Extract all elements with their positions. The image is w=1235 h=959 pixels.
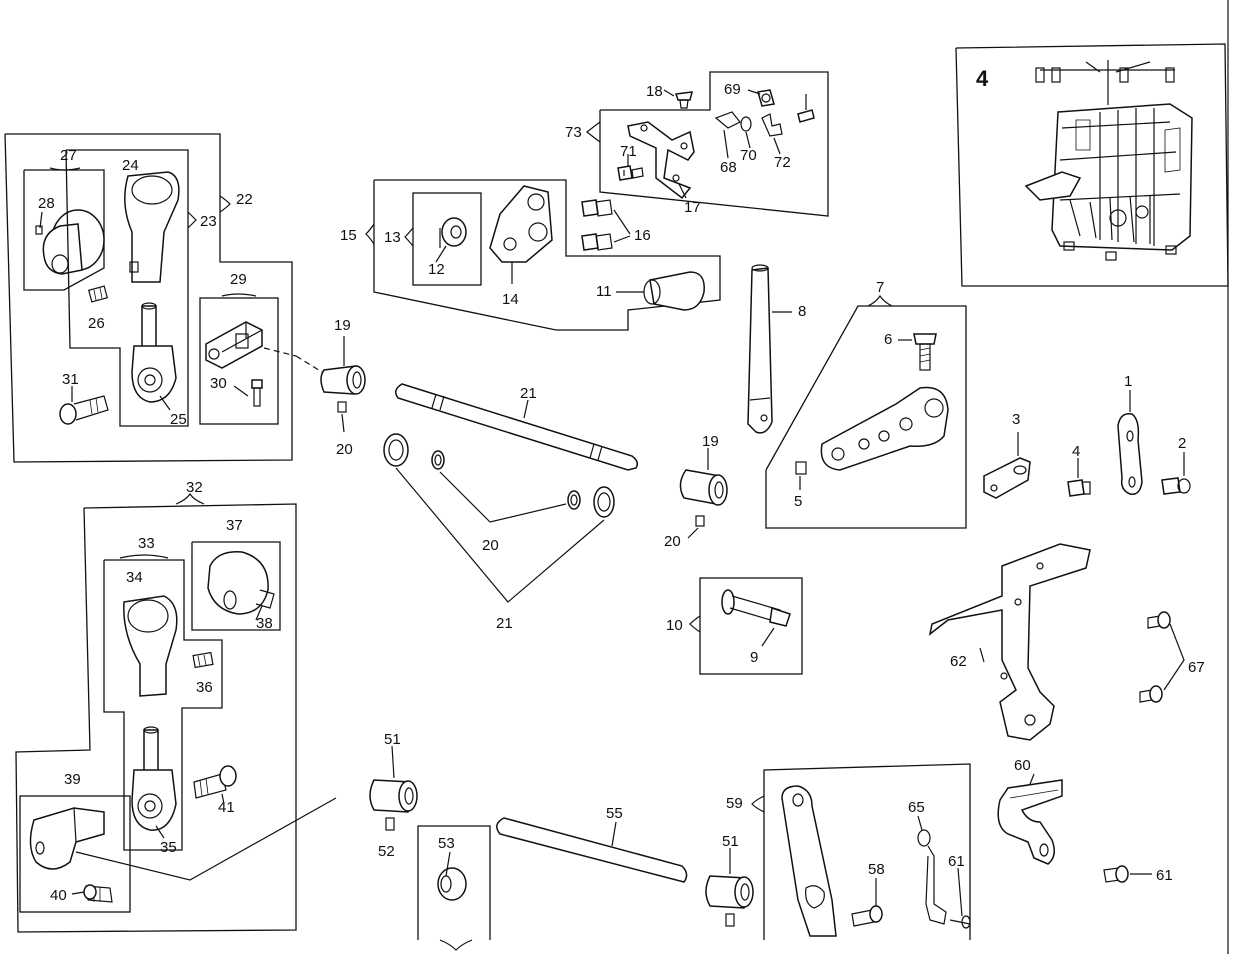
callout-51-upper: 51 [384, 731, 401, 748]
part-51-upper: 51 52 [369, 731, 418, 860]
callout-3: 3 [1012, 411, 1020, 428]
callout-35: 33 [138, 535, 155, 552]
overlock-machine-illustration [1024, 60, 1193, 261]
group-57: 59 65 58 61 [726, 763, 971, 940]
callout-71: 72 [774, 154, 791, 171]
callout-22: 21 [496, 615, 513, 632]
callout-20-middle: 20 [664, 533, 681, 550]
part-18: 18 [646, 83, 693, 109]
callout-55: 55 [606, 805, 623, 822]
callout-19-middle: 19 [702, 433, 719, 450]
group-15: 15 13 12 14 11 16 [340, 179, 721, 331]
callout-15: 15 [340, 227, 357, 244]
callout-26: 24 [122, 157, 139, 174]
callout-32: 30 [210, 375, 227, 392]
callout-17: 17 [684, 199, 701, 216]
part-51-lower: 51 [705, 833, 754, 927]
machine-inset: 4 [955, 43, 1229, 287]
group-34: 32 33 34 36 37 38 35 41 [15, 479, 337, 933]
parts-1-4: 3 4 1 2 [983, 373, 1191, 499]
callout-9: 9 [750, 649, 758, 666]
callout-11: 11 [596, 283, 612, 300]
callout-4: 4 [1072, 443, 1080, 460]
callout-58: 60 [1014, 757, 1031, 774]
part-60: 62 [928, 543, 1091, 741]
callout-51-lower: 51 [722, 833, 739, 850]
part-19-middle: 19 20 [664, 433, 728, 550]
callout-16: 16 [634, 227, 651, 244]
callout-21: 20 [482, 537, 499, 554]
callout-6: 6 [884, 331, 892, 348]
callout-38: 36 [196, 679, 213, 696]
callout-37: 35 [160, 839, 177, 856]
group-7: 7 6 5 [765, 279, 967, 529]
part-55-shaft: 55 [496, 805, 688, 883]
callout-7: 7 [876, 279, 884, 296]
part-19-upper: 19 20 [295, 317, 366, 458]
callout-61: 61 [948, 853, 965, 870]
callout-42: 40 [50, 887, 67, 904]
callout-43: 41 [218, 799, 235, 816]
part-65: 67 [1139, 611, 1205, 703]
callout-52: 52 [378, 843, 395, 860]
callout-10: 10 [666, 617, 683, 634]
callout-19-upper: 19 [334, 317, 351, 334]
callout-53: 53 [438, 835, 455, 852]
callout-33: 31 [62, 371, 79, 388]
callout-65: 67 [1188, 659, 1205, 676]
callout-12: 12 [428, 261, 445, 278]
callout-60: 62 [950, 653, 967, 670]
callout-29: 27 [60, 147, 77, 164]
callout-41: 39 [64, 771, 81, 788]
parts-21-22: 20 21 [383, 433, 615, 632]
callout-5: 5 [794, 493, 802, 510]
callout-62: 65 [908, 799, 925, 816]
part-58: 60 [997, 757, 1063, 865]
callout-24: 22 [236, 191, 253, 208]
callout-67: 68 [720, 159, 737, 176]
callout-28: 26 [88, 315, 105, 332]
callout-31: 29 [230, 271, 247, 288]
callout-14: 14 [502, 291, 519, 308]
group-53: 53 [417, 825, 491, 951]
callout-73: 73 [565, 124, 582, 141]
callout-36: 34 [126, 569, 143, 586]
callout-59: 61 [1156, 867, 1173, 884]
callout-39: 37 [226, 517, 243, 534]
part-8-shaft: 8 [747, 264, 806, 434]
group-24: 22 27 28 23 24 25 26 29 [4, 133, 297, 463]
callout-69: 71 [620, 143, 637, 160]
callout-68: 69 [724, 81, 741, 98]
callout-30: 28 [38, 195, 55, 212]
group-10: 10 9 [666, 577, 803, 675]
callout-8: 8 [798, 303, 806, 320]
callout-25: 23 [200, 213, 217, 230]
figure-number: 4 [976, 66, 989, 91]
group-73: 73 17 71 68 70 72 69 [565, 71, 829, 217]
part-59: 61 [1103, 865, 1173, 884]
callout-40: 38 [256, 615, 273, 632]
callout-34: 32 [186, 479, 203, 496]
callout-20-upper: 20 [336, 441, 353, 458]
callout-27: 25 [170, 411, 187, 428]
callout-23: 21 [520, 385, 537, 402]
callout-1: 1 [1124, 373, 1132, 390]
callout-13: 13 [384, 229, 401, 246]
callout-18: 18 [646, 83, 663, 100]
callout-56: 58 [868, 861, 885, 878]
part-23-shaft: 21 [395, 383, 639, 471]
callout-70: 70 [740, 147, 757, 164]
callout-2: 2 [1178, 435, 1186, 452]
callout-57: 59 [726, 795, 743, 812]
